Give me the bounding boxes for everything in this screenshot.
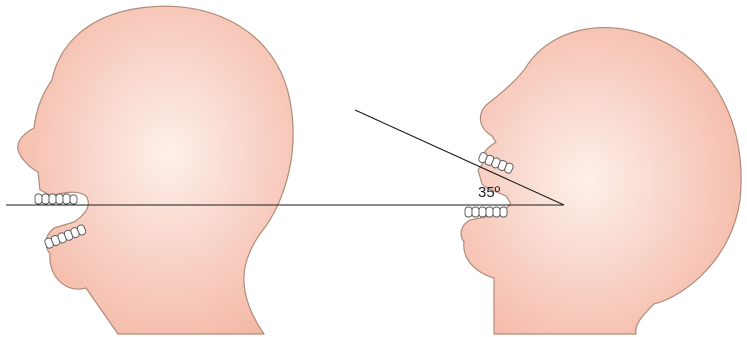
upper-teeth-left xyxy=(35,194,77,204)
head-profile-neutral-icon xyxy=(18,6,293,334)
lower-teeth-right xyxy=(465,207,507,217)
head-profile-tilted-icon xyxy=(461,28,741,334)
angle-label: 35º xyxy=(478,184,501,201)
